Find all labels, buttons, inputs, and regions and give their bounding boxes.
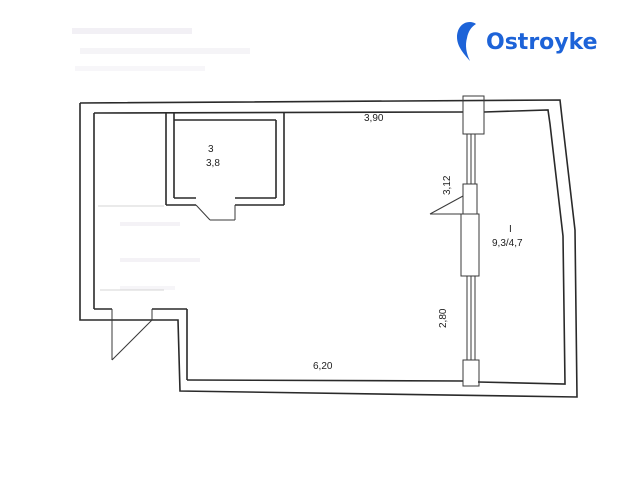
entrance-door — [111, 309, 153, 361]
brand-name: Ostroyke — [486, 30, 598, 55]
bathroom-walls — [165, 113, 285, 206]
loggia-number: I — [509, 224, 512, 235]
outer-walls — [79, 99, 578, 398]
loggia-area: 9,3/4,7 — [492, 238, 523, 249]
dimension-upper-height: 3,12 — [442, 175, 453, 195]
dimension-lower-height: 2,80 — [438, 308, 449, 328]
dimension-bottom-width: 6,20 — [313, 361, 333, 372]
map-pin-logo-icon — [457, 22, 476, 61]
hall-details — [98, 205, 164, 291]
loggia-partition — [460, 95, 485, 387]
scan-artifacts — [72, 28, 250, 290]
brand-logo[interactable]: Ostroyke — [457, 22, 598, 61]
bathroom-number: 3 — [208, 144, 214, 155]
dimension-top-width: 3,90 — [364, 113, 384, 124]
bathroom-door — [195, 204, 236, 221]
balcony-door — [429, 195, 464, 215]
bathroom-area: 3,8 — [206, 158, 220, 169]
